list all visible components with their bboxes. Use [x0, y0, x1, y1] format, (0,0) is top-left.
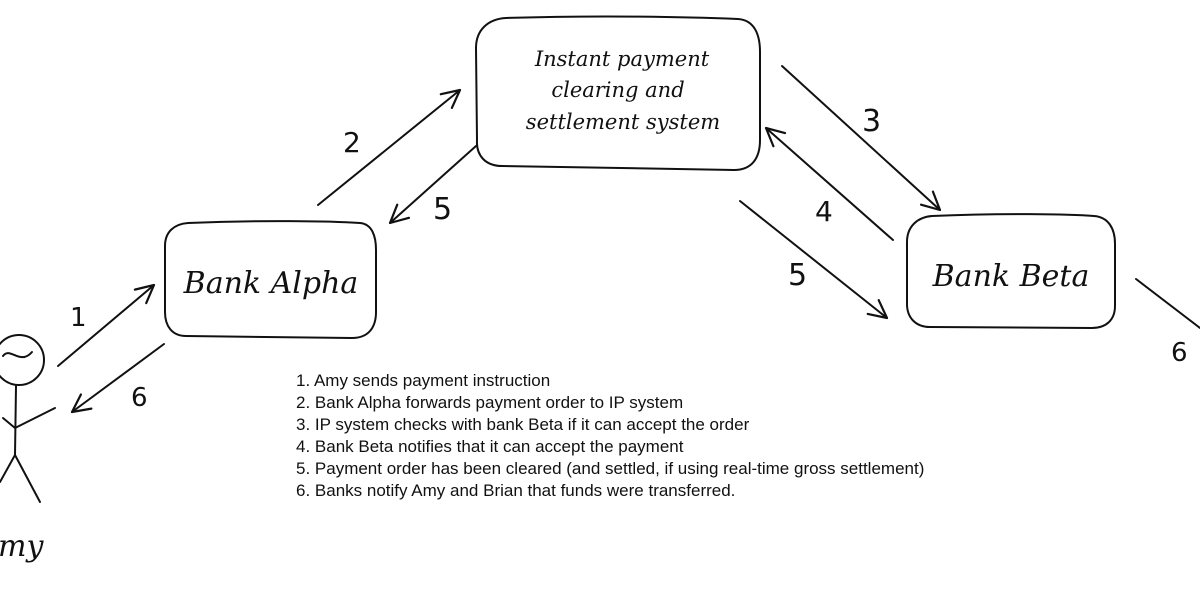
arrow-label-4: 4 — [815, 195, 833, 228]
step-item-1: 1. Amy sends payment instruction — [296, 371, 551, 390]
amy-label: my — [0, 529, 44, 564]
amy-face-icon — [2, 351, 33, 359]
step-item-4: 4. Bank Beta notifies that it can accept… — [296, 437, 684, 456]
bank-beta-box — [906, 213, 1116, 329]
bank-alpha-box — [164, 220, 377, 339]
arrow-5-ip-to-alpha — [388, 145, 477, 225]
arrow-label-5-left: 5 — [433, 192, 452, 227]
arrow-5-ip-to-beta — [739, 200, 889, 320]
arrow-label-2: 2 — [343, 126, 361, 159]
arrow-label-6-left: 6 — [131, 383, 148, 413]
amy-arm-icon — [2, 407, 56, 429]
ip-system-label-line-1: Instant payment — [534, 47, 710, 71]
step-item-6: 6. Banks notify Amy and Brian that funds… — [296, 481, 736, 500]
amy-leg-right-icon — [14, 454, 41, 503]
arrow-3-ip-to-beta — [781, 65, 942, 212]
step-item-2: 2. Bank Alpha forwards payment order to … — [296, 393, 684, 412]
ip-system-node: Instant payment clearing and settlement … — [475, 15, 761, 171]
arrow-label-5-right: 5 — [788, 258, 807, 293]
bank-beta-label: Bank Beta — [932, 259, 1090, 294]
amy-body-icon — [14, 385, 17, 456]
arrow-6-alpha-to-amy — [70, 343, 165, 414]
arrow-label-3: 3 — [862, 104, 881, 139]
step-item-5: 5. Payment order has been cleared (and s… — [296, 459, 925, 478]
bank-alpha-label: Bank Alpha — [183, 266, 359, 301]
ip-system-box — [475, 15, 761, 171]
bank-alpha-node: Bank Alpha — [164, 220, 377, 339]
bank-beta-node: Bank Beta — [906, 213, 1116, 329]
arrow-label-1: 1 — [70, 303, 87, 333]
amy-leg-left-icon — [0, 454, 16, 483]
step-item-3: 3. IP system checks with bank Beta if it… — [296, 415, 750, 434]
ip-system-label-line-2: clearing and — [551, 78, 684, 102]
arrow-6-beta-to-brian — [1135, 278, 1200, 329]
steps-list: 1. Amy sends payment instruction 2. Bank… — [296, 370, 924, 502]
arrow-2-alpha-to-ip — [317, 88, 462, 206]
arrow-1-amy-to-alpha — [57, 283, 156, 367]
amy-head-icon — [0, 334, 45, 386]
amy-figure: my — [0, 334, 56, 564]
arrow-label-6-right: 6 — [1171, 338, 1188, 368]
arrow-4-beta-to-ip — [764, 126, 894, 241]
ip-system-label-line-3: settlement system — [526, 110, 720, 134]
